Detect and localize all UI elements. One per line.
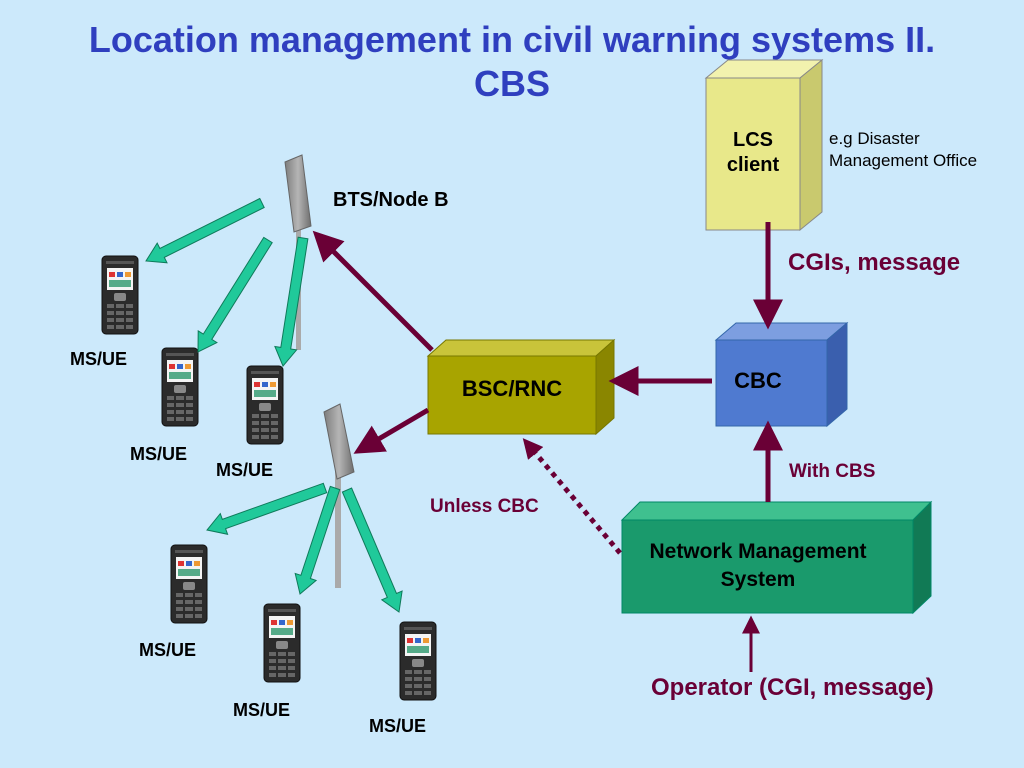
lcs-client-line-1: LCS <box>733 129 773 151</box>
ms-ue-label: MS/UE <box>233 700 291 720</box>
mobile-phone-icon <box>161 347 199 427</box>
lcs-client-label: LCS client <box>706 128 800 178</box>
bts-node-b-label: BTS/Node B <box>333 189 449 211</box>
radio-link-arrow <box>274 236 309 367</box>
page-title: Location management in civil warning sys… <box>0 18 1024 106</box>
edge-label-unless-cbc: Unless CBC <box>430 496 539 517</box>
ms-ue-label: MS/UE <box>369 716 427 736</box>
arrow-bsc-to-bts2 <box>353 407 430 454</box>
ms-ue-label: MS/UE <box>70 349 128 369</box>
cbc-box <box>714 321 849 428</box>
mobile-phone-icon <box>399 621 437 701</box>
nms-label: Network Management System <box>622 538 894 594</box>
mobile-phone-icon <box>263 603 301 683</box>
ms-ue-label: MS/UE <box>130 444 188 464</box>
bsc-rnc-label: BSC/RNC <box>461 376 563 401</box>
nms-line-2: System <box>720 568 796 591</box>
title-line-2: CBS <box>473 63 550 104</box>
bsc-rnc-box <box>426 338 616 436</box>
cbc-label: CBC <box>734 368 782 393</box>
radio-link-arrow <box>341 487 403 613</box>
mobile-phone-icon <box>101 255 139 335</box>
mobile-phone-icon <box>170 544 208 624</box>
lcs-note-line-2: Management Office <box>829 151 978 170</box>
operator-label: Operator (CGI, message) <box>651 674 934 701</box>
radio-link-arrow <box>145 197 265 264</box>
antenna-icon <box>323 403 355 588</box>
lcs-note-line-1: e.g Disaster <box>829 129 920 148</box>
radio-link-arrow <box>294 485 341 595</box>
lcs-client-box <box>704 58 824 232</box>
ms-ue-label: MS/UE <box>139 640 197 660</box>
mobile-phone-icon <box>246 365 284 445</box>
lcs-client-note: e.g Disaster Management Office <box>829 128 977 172</box>
radio-link-arrow <box>206 482 328 535</box>
arrow-bsc-to-bts1 <box>312 230 434 352</box>
ms-ue-label: MS/UE <box>216 460 274 480</box>
lcs-client-line-2: client <box>726 154 780 176</box>
radio-link-arrow <box>197 236 273 353</box>
edge-label-cgis-message: CGIs, message <box>788 249 961 276</box>
nms-line-1: Network Management <box>649 540 867 563</box>
title-line-1: Location management in civil warning sys… <box>88 19 936 60</box>
radio-arrows <box>145 197 403 613</box>
nms-box <box>620 500 933 615</box>
arrow-nms-to-bsc-dotted <box>522 438 622 555</box>
edge-label-with-cbs: With CBS <box>789 461 876 482</box>
